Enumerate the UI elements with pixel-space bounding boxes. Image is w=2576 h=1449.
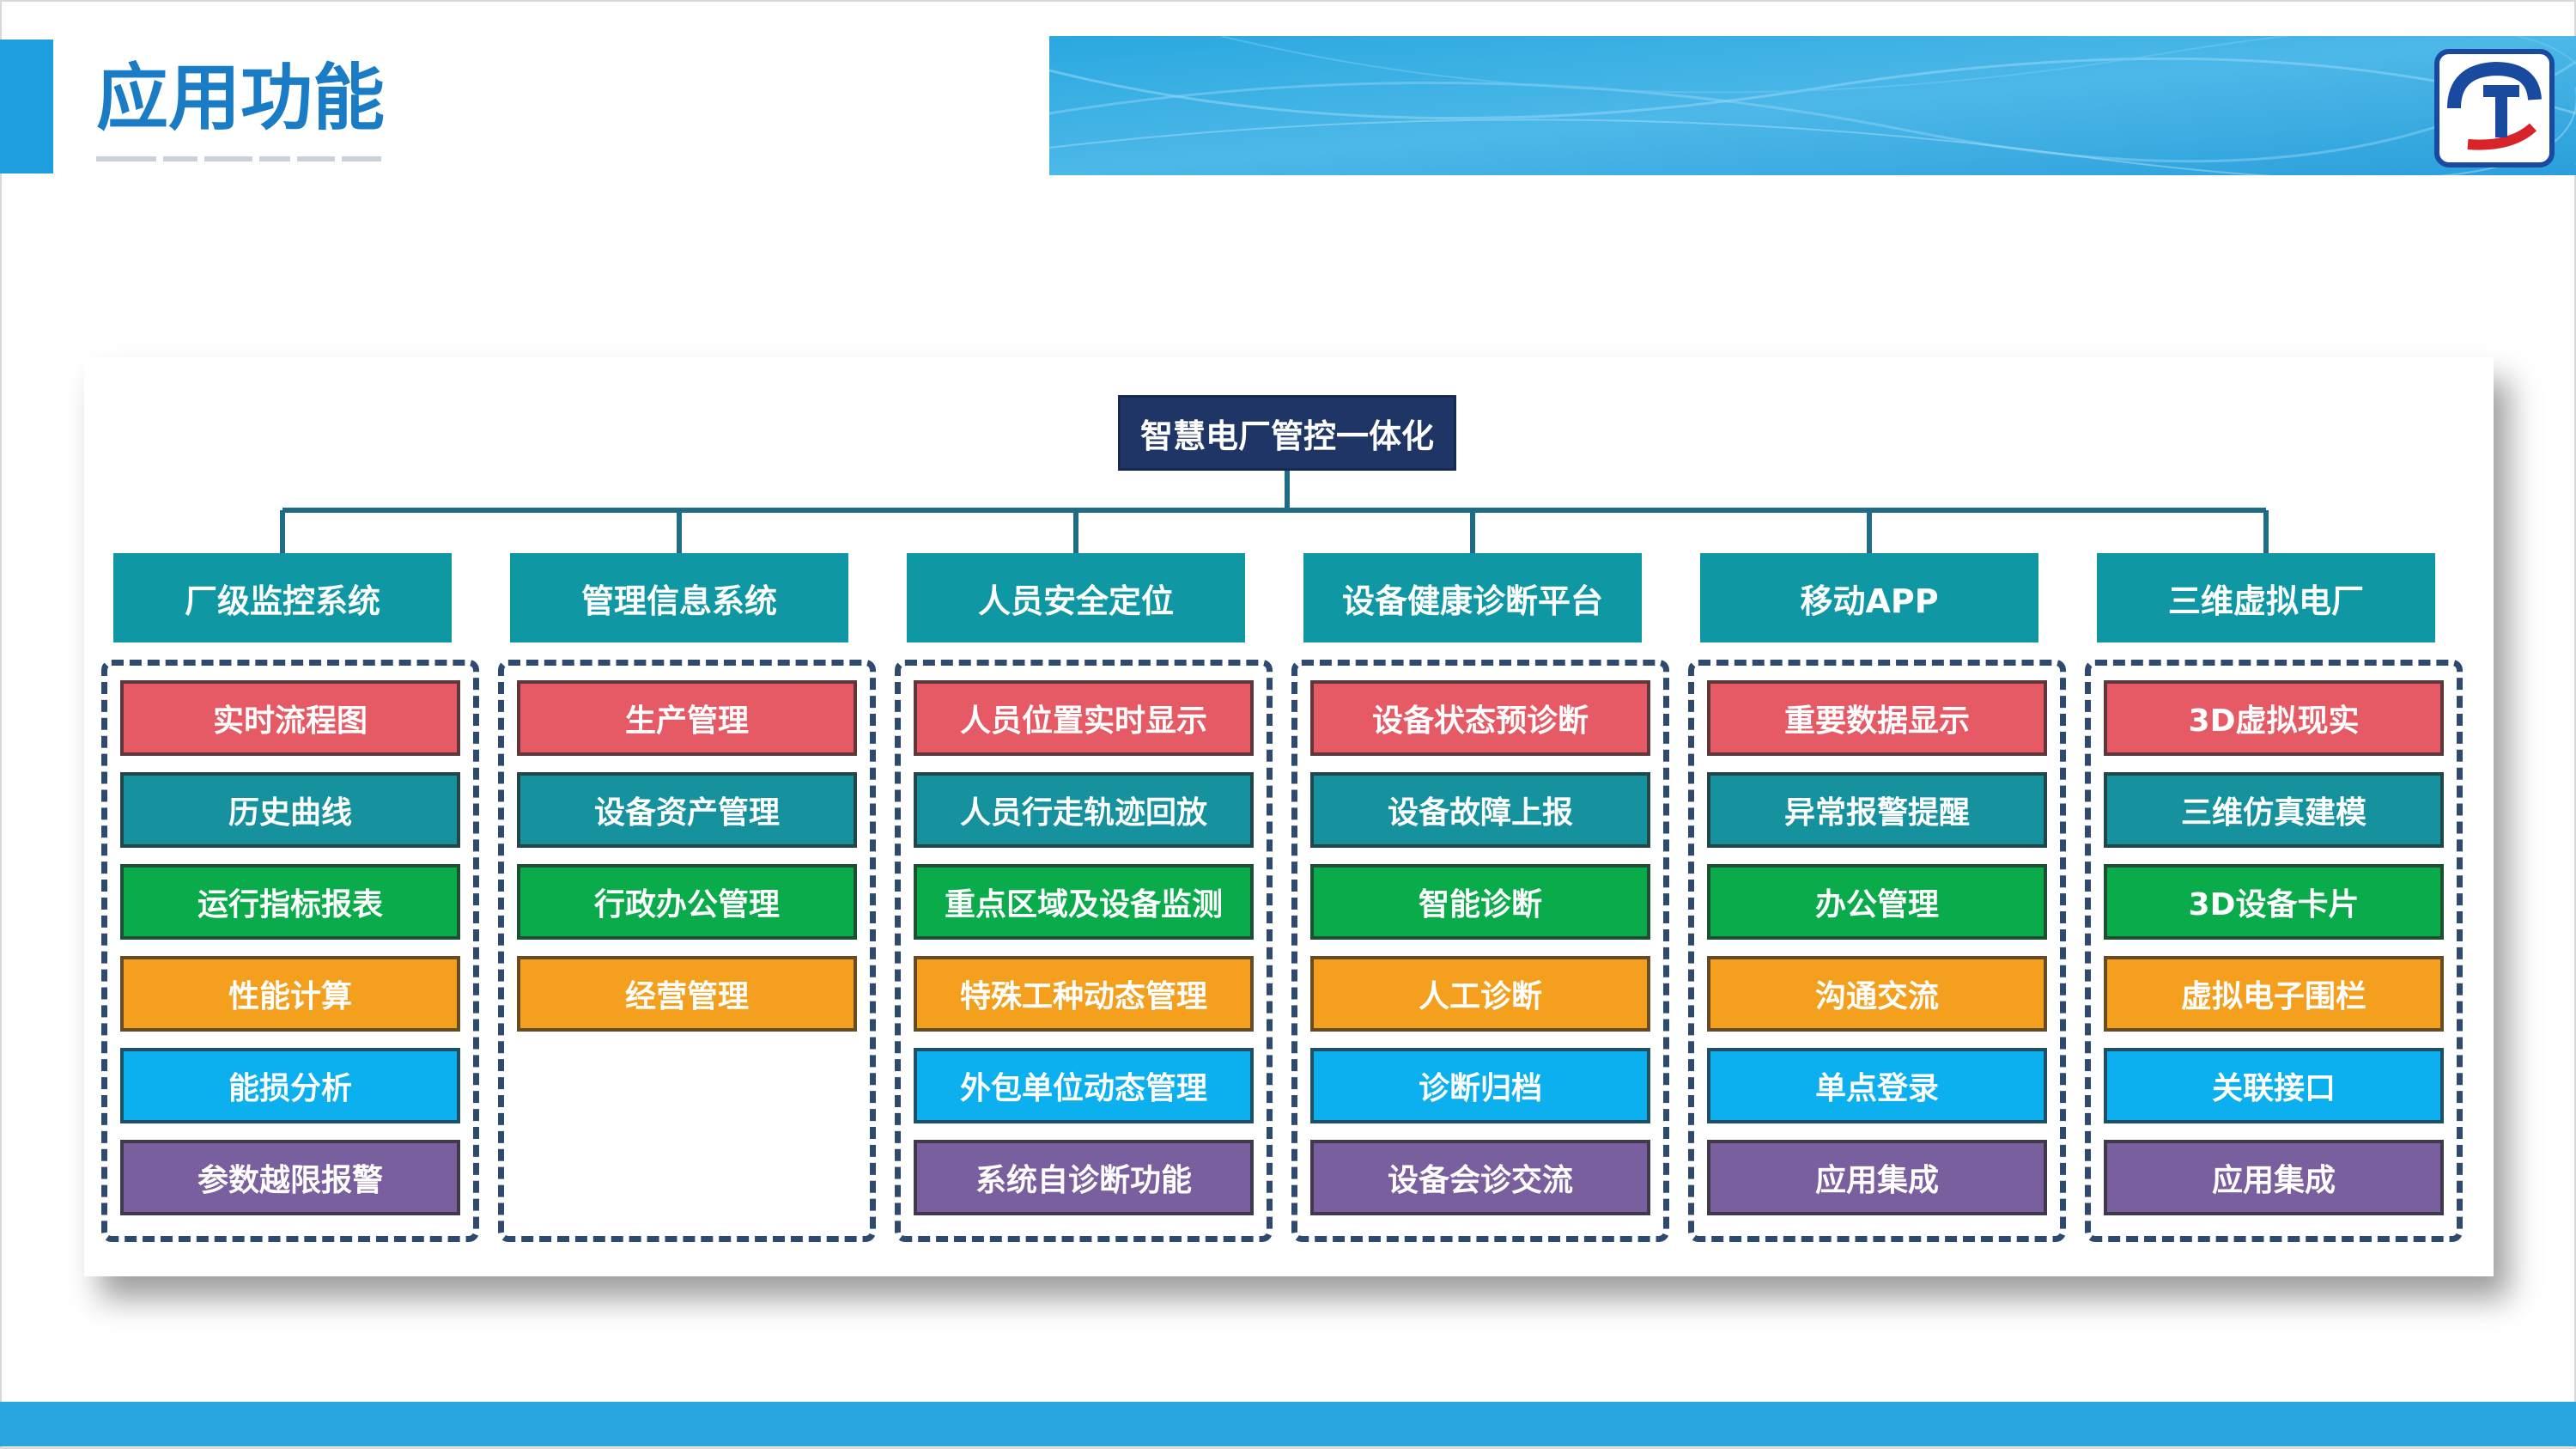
function-item: 能损分析: [120, 1048, 460, 1123]
function-group-box: [895, 660, 1273, 1242]
function-item: 参数越限报警: [120, 1140, 460, 1215]
title-accent-bar: [0, 40, 53, 174]
function-item: 应用集成: [1707, 1140, 2047, 1215]
function-item: 设备资产管理: [517, 772, 857, 848]
function-item: 单点登录: [1707, 1048, 2047, 1123]
subtitle-decoration: [96, 156, 381, 161]
function-item: 虚拟电子围栏: [2104, 956, 2444, 1032]
function-item: 运行指标报表: [120, 864, 460, 940]
category-node: 移动APP: [1700, 553, 2038, 642]
function-item: 三维仿真建模: [2104, 772, 2444, 848]
function-group-box: [101, 660, 479, 1242]
function-group-box: [498, 660, 876, 1242]
function-item: 人工诊断: [1310, 956, 1650, 1032]
function-group-box: [1291, 660, 1669, 1242]
function-item: 特殊工种动态管理: [914, 956, 1254, 1032]
function-item: 关联接口: [2104, 1048, 2444, 1123]
function-item: 生产管理: [517, 680, 857, 756]
function-item: 历史曲线: [120, 772, 460, 848]
function-item: 应用集成: [2104, 1140, 2444, 1215]
function-item: 设备故障上报: [1310, 772, 1650, 848]
header-banner: [1049, 36, 2576, 175]
footer-band: [0, 1402, 2576, 1446]
function-item: 重要数据显示: [1707, 680, 2047, 756]
function-item: 智能诊断: [1310, 864, 1650, 940]
category-node: 设备健康诊断平台: [1303, 553, 1642, 642]
function-item: 外包单位动态管理: [914, 1048, 1254, 1123]
category-node: 厂级监控系统: [113, 553, 452, 642]
company-logo: [2434, 49, 2555, 167]
function-item: 人员行走轨迹回放: [914, 772, 1254, 848]
function-item: 设备状态预诊断: [1310, 680, 1650, 756]
root-node: 智慧电厂管控一体化: [1118, 395, 1456, 471]
function-item: 沟通交流: [1707, 956, 2047, 1032]
function-item: 性能计算: [120, 956, 460, 1032]
function-item: 办公管理: [1707, 864, 2047, 940]
function-item: 3D虚拟现实: [2104, 680, 2444, 756]
function-item: 实时流程图: [120, 680, 460, 756]
function-item: 行政办公管理: [517, 864, 857, 940]
page-title: 应用功能: [96, 56, 386, 140]
function-item: 异常报警提醒: [1707, 772, 2047, 848]
function-item: 设备会诊交流: [1310, 1140, 1650, 1215]
category-node: 三维虚拟电厂: [2097, 553, 2435, 642]
function-item: 系统自诊断功能: [914, 1140, 1254, 1215]
function-group-box: [2085, 660, 2463, 1242]
org-diagram: 智慧电厂管控一体化 厂级监控系统实时流程图历史曲线运行指标报表性能计算能损分析参…: [84, 357, 2494, 1276]
category-node: 管理信息系统: [510, 553, 848, 642]
function-group-box: [1688, 660, 2066, 1242]
function-item: 重点区域及设备监测: [914, 864, 1254, 940]
category-node: 人员安全定位: [907, 553, 1245, 642]
function-item: 经营管理: [517, 956, 857, 1032]
function-item: 人员位置实时显示: [914, 680, 1254, 756]
function-item: 诊断归档: [1310, 1048, 1650, 1123]
function-item: 3D设备卡片: [2104, 864, 2444, 940]
tree-connectors: [280, 471, 2269, 553]
